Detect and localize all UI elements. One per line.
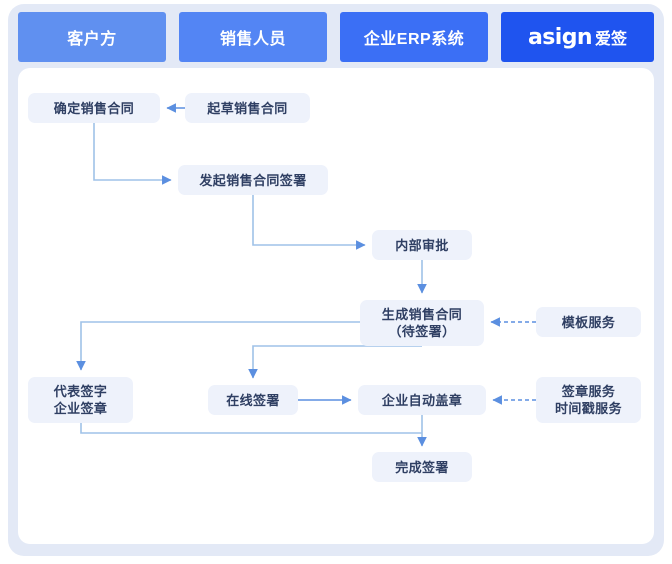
node-template-service[interactable]: 模板服务 xyxy=(536,307,641,337)
tab-erp-system-label: 企业ERP系统 xyxy=(363,31,465,48)
node-generate-contract-line1: 生成销售合同 xyxy=(381,307,463,322)
node-online-sign[interactable]: 在线签署 xyxy=(208,385,298,415)
node-generate-contract[interactable]: 生成销售合同 （待签署） xyxy=(360,300,484,346)
tab-sales-staff[interactable]: 销售人员 xyxy=(179,12,327,62)
node-draft-contract-label: 起草销售合同 xyxy=(207,100,288,116)
asign-logo: asign 爱签 xyxy=(528,25,627,50)
node-auto-seal[interactable]: 企业自动盖章 xyxy=(358,385,486,415)
node-seal-service-line1: 签章服务 xyxy=(561,384,616,399)
role-tab-bar: 客户方 销售人员 企业ERP系统 asign 爱签 xyxy=(18,12,654,62)
node-rep-sign-line2: 企业签章 xyxy=(53,401,108,416)
node-auto-seal-label: 企业自动盖章 xyxy=(381,392,463,408)
node-confirm-contract-label: 确定销售合同 xyxy=(53,100,135,116)
node-confirm-contract[interactable]: 确定销售合同 xyxy=(28,93,160,123)
node-seal-service-line2: 时间戳服务 xyxy=(554,401,622,416)
node-generate-contract-line2: （待签署） xyxy=(388,324,456,339)
tab-asign-brand[interactable]: asign 爱签 xyxy=(501,12,654,62)
node-online-sign-label: 在线签署 xyxy=(226,392,280,408)
node-complete-sign-label: 完成签署 xyxy=(395,459,449,475)
node-seal-service[interactable]: 签章服务 时间戳服务 xyxy=(536,377,641,423)
node-initiate-signing[interactable]: 发起销售合同签署 xyxy=(178,165,328,195)
node-internal-approval-label: 内部审批 xyxy=(395,237,449,253)
node-complete-sign[interactable]: 完成签署 xyxy=(372,452,472,482)
tab-customer-label: 客户方 xyxy=(67,31,117,48)
node-rep-sign[interactable]: 代表签字 企业签章 xyxy=(28,377,133,423)
asign-logo-wordmark: asign xyxy=(528,24,593,50)
node-rep-sign-line1: 代表签字 xyxy=(53,384,108,399)
tab-erp-system[interactable]: 企业ERP系统 xyxy=(340,12,488,62)
asign-logo-cn-label: 爱签 xyxy=(594,30,627,48)
tab-sales-staff-label: 销售人员 xyxy=(219,31,286,48)
node-draft-contract[interactable]: 起草销售合同 xyxy=(185,93,310,123)
tab-customer[interactable]: 客户方 xyxy=(18,12,166,62)
node-internal-approval[interactable]: 内部审批 xyxy=(372,230,472,260)
flow-canvas-card xyxy=(18,68,654,544)
node-initiate-signing-label: 发起销售合同签署 xyxy=(199,172,307,188)
node-template-service-label: 模板服务 xyxy=(561,314,616,330)
